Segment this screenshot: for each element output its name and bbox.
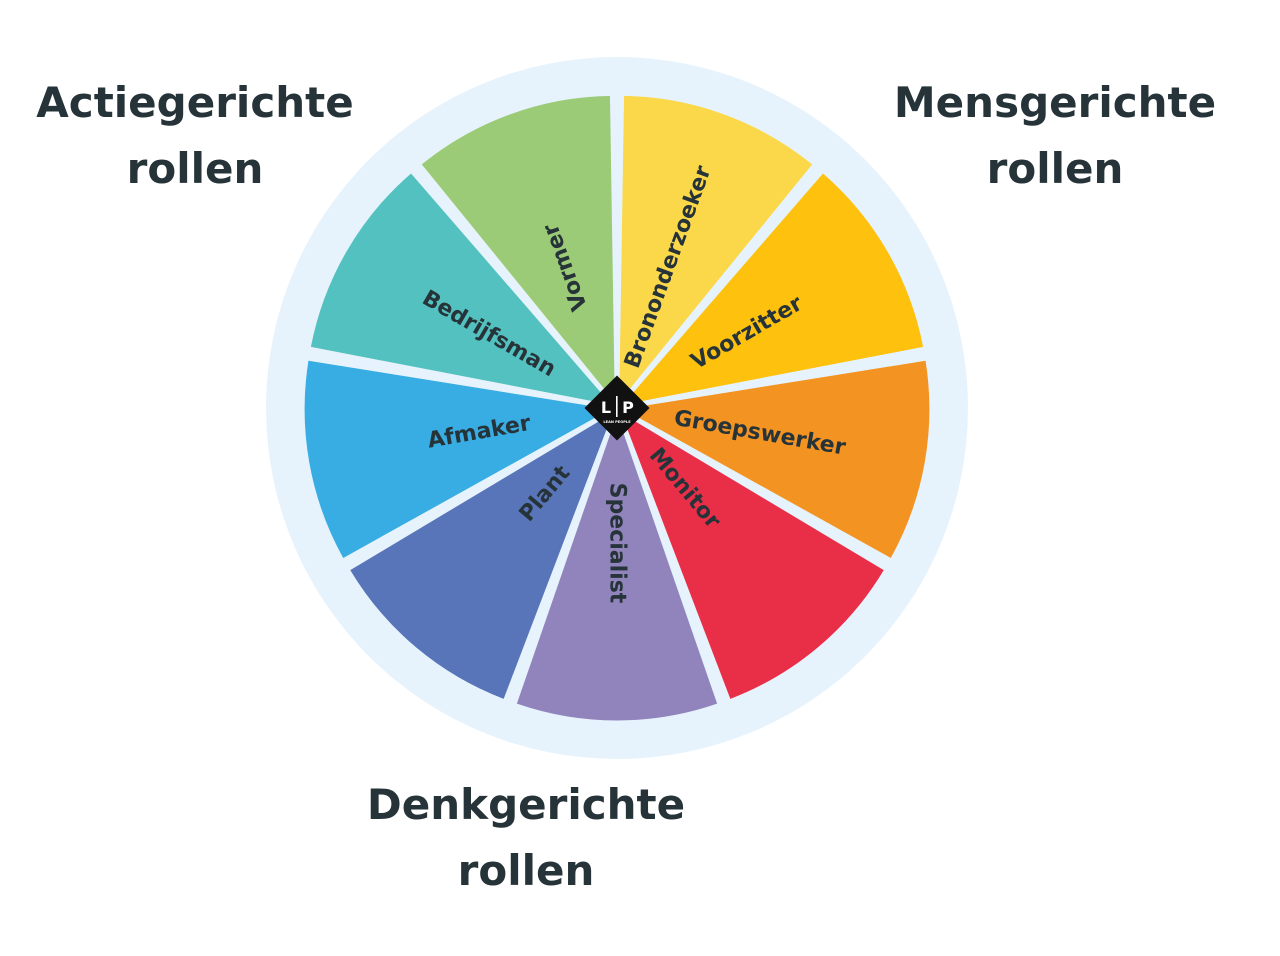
lean-people-logo: L P LEAN PEOPLE [584,375,650,441]
segment-voorzitter [622,173,924,405]
segment-plant [350,412,613,699]
segment-monitor [621,412,884,699]
group-label-action-line2: rollen [126,144,264,193]
group-label-people-line2: rollen [986,144,1124,193]
segment-afmaker [304,360,611,558]
group-label-people-line1: Mensgerichte [893,78,1217,127]
segment-groepswerker [623,360,930,558]
group-label-thinking: Denkgerichte rollen [316,772,736,904]
group-label-action-line1: Actiegerichte [36,78,354,127]
logo-letter-left: L [601,398,611,417]
logo-divider [616,396,618,417]
group-label-thinking-line1: Denkgerichte [366,780,686,829]
segment-label-specialist: Specialist [605,483,630,604]
segment-specialist [516,414,718,721]
logo-subtitle: LEAN PEOPLE [603,420,631,424]
logo-letter-right: P [622,398,634,417]
wheel-segments [304,95,930,721]
segment-brononderzoeker [619,95,813,402]
segment-vormer [421,95,615,402]
group-label-action: Actiegerichte rollen [0,70,405,202]
segment-bedrijfsman [310,173,612,405]
group-label-people: Mensgerichte rollen [845,70,1265,202]
group-label-thinking-line2: rollen [457,846,595,895]
